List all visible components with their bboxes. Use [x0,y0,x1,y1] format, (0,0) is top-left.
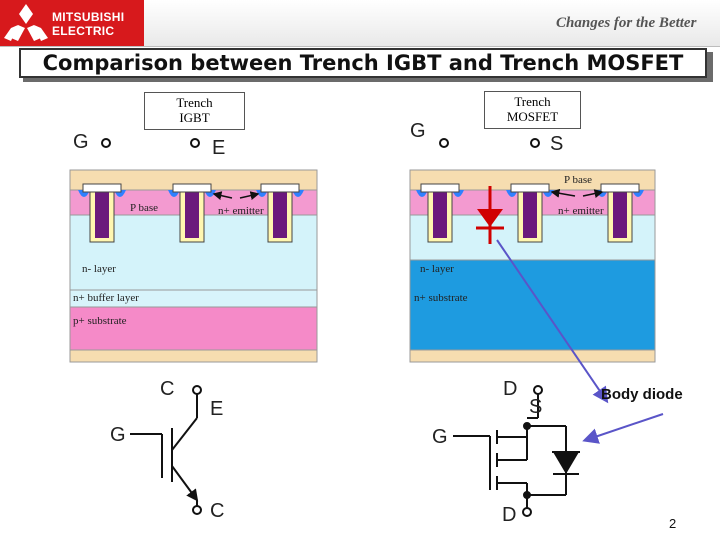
mosfet-source-label: S [550,133,564,155]
mosfet-n-emitter-label: n+ emitter [558,205,604,217]
mosfet-bottom-metal [409,349,656,363]
body-diode-arrow-2 [582,413,664,444]
mosfet-label-box: Trench MOSFET [484,91,581,129]
mosfet-symbol-diode [553,452,579,474]
igbt-substrate-label: p+ substrate [73,315,127,327]
logo-text: MITSUBISHI ELECTRIC [52,11,124,37]
body-diode-arrow-1 [496,239,609,404]
mosfet-n-substrate [409,259,656,351]
page-title: Comparison between Trench IGBT and Trenc… [19,48,707,78]
logo-line2: ELECTRIC [52,24,115,38]
igbt-label-box: Trench IGBT [144,92,245,130]
mosfet-gate-label: G [410,120,426,142]
igbt-cross-section [69,169,318,363]
mosfet-drain-bottom-terminal [522,507,532,517]
slogan: Changes for the Better [556,15,697,31]
mosfet-p-base-label: P base [564,174,593,186]
body-diode-in-section [476,186,504,244]
brand-logo [0,0,144,46]
igbt-emitter-label: E [212,137,226,159]
igbt-emitter-terminal [190,138,200,148]
mosfet-gate-terminal [439,138,449,148]
body-diode-label: Body diode [601,386,683,403]
igbt-symbol [130,385,202,515]
mosfet-trench-2 [506,183,554,243]
igbt-label-line1: Trench [176,95,213,110]
igbt-n-emitter-label: n+ emitter [218,205,264,217]
igbt-p-base-label: P base [130,202,159,214]
igbt-n-layer-label: n- layer [82,263,116,275]
igbt-label-line2: IGBT [179,110,210,125]
igbt-trench-3 [256,183,304,243]
mosfet-symbol-drain-bottom: D [502,504,517,526]
igbt-symbol-collector-top: C [160,378,175,400]
mosfet-source-terminal [530,138,540,148]
mosfet-symbol-gate: G [432,426,448,448]
igbt-buffer-label: n+ buffer layer [73,292,139,304]
mosfet-symbol-source: S [529,396,543,418]
igbt-symbol-collector-bottom: C [210,500,225,522]
mosfet-n-layer-label: n- layer [420,263,454,275]
mosfet-substrate-label: n+ substrate [414,292,468,304]
igbt-bottom-metal [69,349,318,363]
mosfet-symbol-drain-top: D [503,378,518,400]
page-number: 2 [669,516,677,531]
mosfet-symbol [453,385,580,508]
igbt-gate-label: G [73,131,89,153]
mosfet-cross-section [409,169,656,363]
mosfet-label-line1: Trench [514,94,551,109]
mosfet-trench-1 [416,183,464,243]
igbt-symbol-gate: G [110,424,126,446]
three-diamonds-icon [4,4,48,41]
igbt-symbol-emitter: E [210,398,224,420]
igbt-p-substrate [69,306,318,351]
mosfet-label-line2: MOSFET [506,109,559,124]
igbt-gate-terminal [101,138,111,148]
igbt-trench-1 [78,183,126,243]
logo-line1: MITSUBISHI [52,10,125,24]
igbt-trench-2 [168,183,216,243]
